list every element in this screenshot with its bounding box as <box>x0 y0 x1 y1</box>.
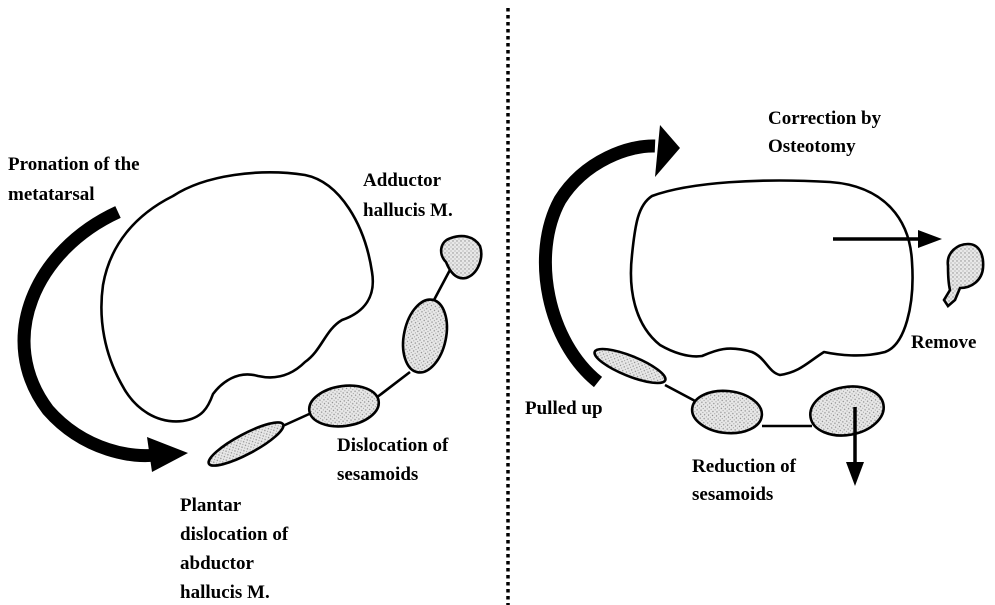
reduction-label-line1: Reduction of <box>692 456 797 477</box>
pulled-up-label: Pulled up <box>525 398 603 419</box>
dislocation-label-line1: Dislocation of <box>337 435 449 456</box>
sesamoid-medial <box>690 387 764 436</box>
adductor-belly <box>397 295 453 376</box>
svg-text:Pronation of the metatar: Pronation of the metatarsal <box>8 154 144 205</box>
svg-text:Reduction of sesamoids: Reduction of sesamoids <box>692 456 801 505</box>
reduction-label-line2: sesamoids <box>692 484 773 505</box>
metatarsal-outline-right <box>631 181 913 375</box>
sesamoid-lateral <box>806 381 887 441</box>
adductor-label-line1: Adductor <box>363 170 442 191</box>
plantar-label-line4: hallucis M. <box>180 582 270 603</box>
adductor-label-line2: hallucis M. <box>363 200 453 221</box>
svg-text:Plantar dislocation of: Plantar dislocation of abductor hallucis… <box>180 495 293 603</box>
plantar-label-line3: abductor <box>180 553 254 574</box>
pronation-label-line2: metatarsal <box>8 184 95 205</box>
pronation-label-line1: Pronation of the <box>8 154 140 175</box>
right-panel: Correction by Osteotomy Remove Pulled up… <box>525 108 983 505</box>
remove-label: Remove <box>911 332 976 353</box>
pronation-arrowhead <box>147 437 188 472</box>
plantar-label-line2: dislocation of <box>180 524 289 545</box>
pulled-up-arrowhead <box>655 125 680 177</box>
svg-text:Dislocation of sesamoids: Dislocation of sesamoids <box>337 435 453 485</box>
removal-arrowhead <box>918 230 942 248</box>
correction-label-line1: Correction by <box>768 108 882 129</box>
metatarsal-outline-left <box>101 172 372 421</box>
left-panel: Pronation of the metatarsal Adductor hal… <box>8 154 481 603</box>
adductor-attachment <box>441 236 481 278</box>
svg-text:Correction by Osteotomy: Correction by Osteotomy <box>768 108 886 157</box>
plantar-label-line1: Plantar <box>180 495 242 516</box>
svg-text:Adductor hallucis M.: Adductor hallucis M. <box>363 170 453 221</box>
dislocation-label-line2: sesamoids <box>337 464 418 485</box>
sesamoid-left <box>307 381 382 430</box>
reduction-arrowhead <box>846 462 864 486</box>
correction-label-line2: Osteotomy <box>768 136 856 157</box>
removed-adductor-piece <box>944 244 983 306</box>
abductor-hallucis-muscle-right <box>591 342 669 389</box>
abductor-hallucis-muscle <box>204 415 288 472</box>
